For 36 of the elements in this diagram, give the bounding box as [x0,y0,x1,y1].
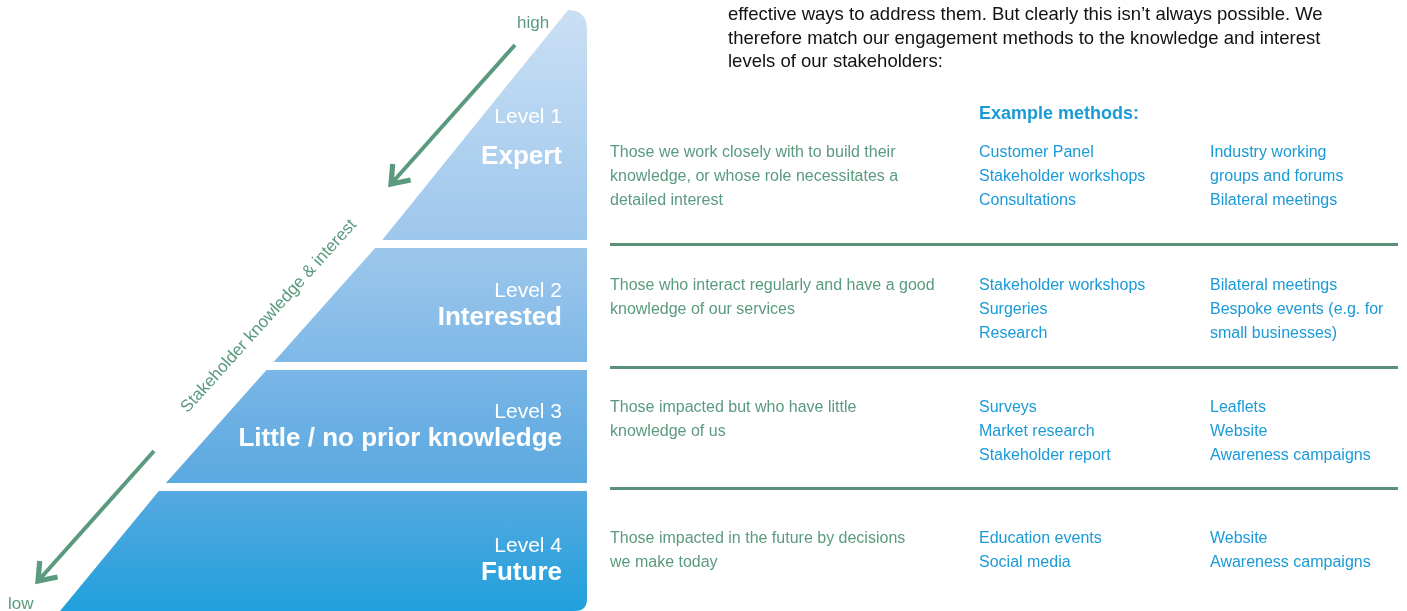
method-item: Stakeholder workshops [979,275,1146,295]
method-item: Bespoke events (e.g. for small businesses) [1210,299,1385,343]
method-item: Awareness campaigns [1210,552,1371,572]
level-title: Expert [481,140,562,171]
level-title: Interested [437,301,562,332]
level-description: Those we work closely with to build their knowledge, or whose role necessitates a detailed interest [610,142,900,210]
level-number: Level 1 [494,104,562,128]
level-description: Those impacted in the future by decisions we make today [610,528,907,572]
method-item: Social media [979,552,1071,572]
axis-end-label: high [517,13,550,33]
method-item: Research [979,323,1048,343]
method-item: Education events [979,528,1102,548]
method-item: Consultations [979,190,1076,210]
method-item: Website [1210,421,1268,441]
method-item: Surveys [979,397,1037,417]
method-item: Bilateral meetings [1210,190,1338,210]
column-heading: Example methods: [979,103,1140,124]
level-number: Level 3 [494,399,562,423]
axis-end-label: low [8,594,34,611]
method-item: Leaflets [1210,397,1267,417]
level-description: Those who interact regularly and have a good knowledge of our services [610,275,936,319]
level-title: Future [481,556,562,587]
method-item: Stakeholder report [979,445,1111,465]
level-number: Level 4 [494,533,562,557]
method-item: Awareness campaigns [1210,445,1371,465]
method-item: Market research [979,421,1095,441]
method-item: Stakeholder workshops [979,166,1146,186]
method-item: Bilateral meetings [1210,275,1338,295]
method-item: Customer Panel [979,142,1094,162]
method-item: Website [1210,528,1268,548]
intro-paragraph: effective ways to address them. But clearly this isn’t always possible. We therefore match our engagement methods to the knowledge and interest levels of our stakeholders: [728,2,1324,73]
method-item: Industry working groups and forums [1210,142,1345,186]
level-number: Level 2 [494,278,562,302]
method-item: Surgeries [979,299,1048,319]
level-title: Little / no prior knowledge [238,422,562,453]
level-description: Those impacted but who have little knowledge of us [610,397,858,441]
